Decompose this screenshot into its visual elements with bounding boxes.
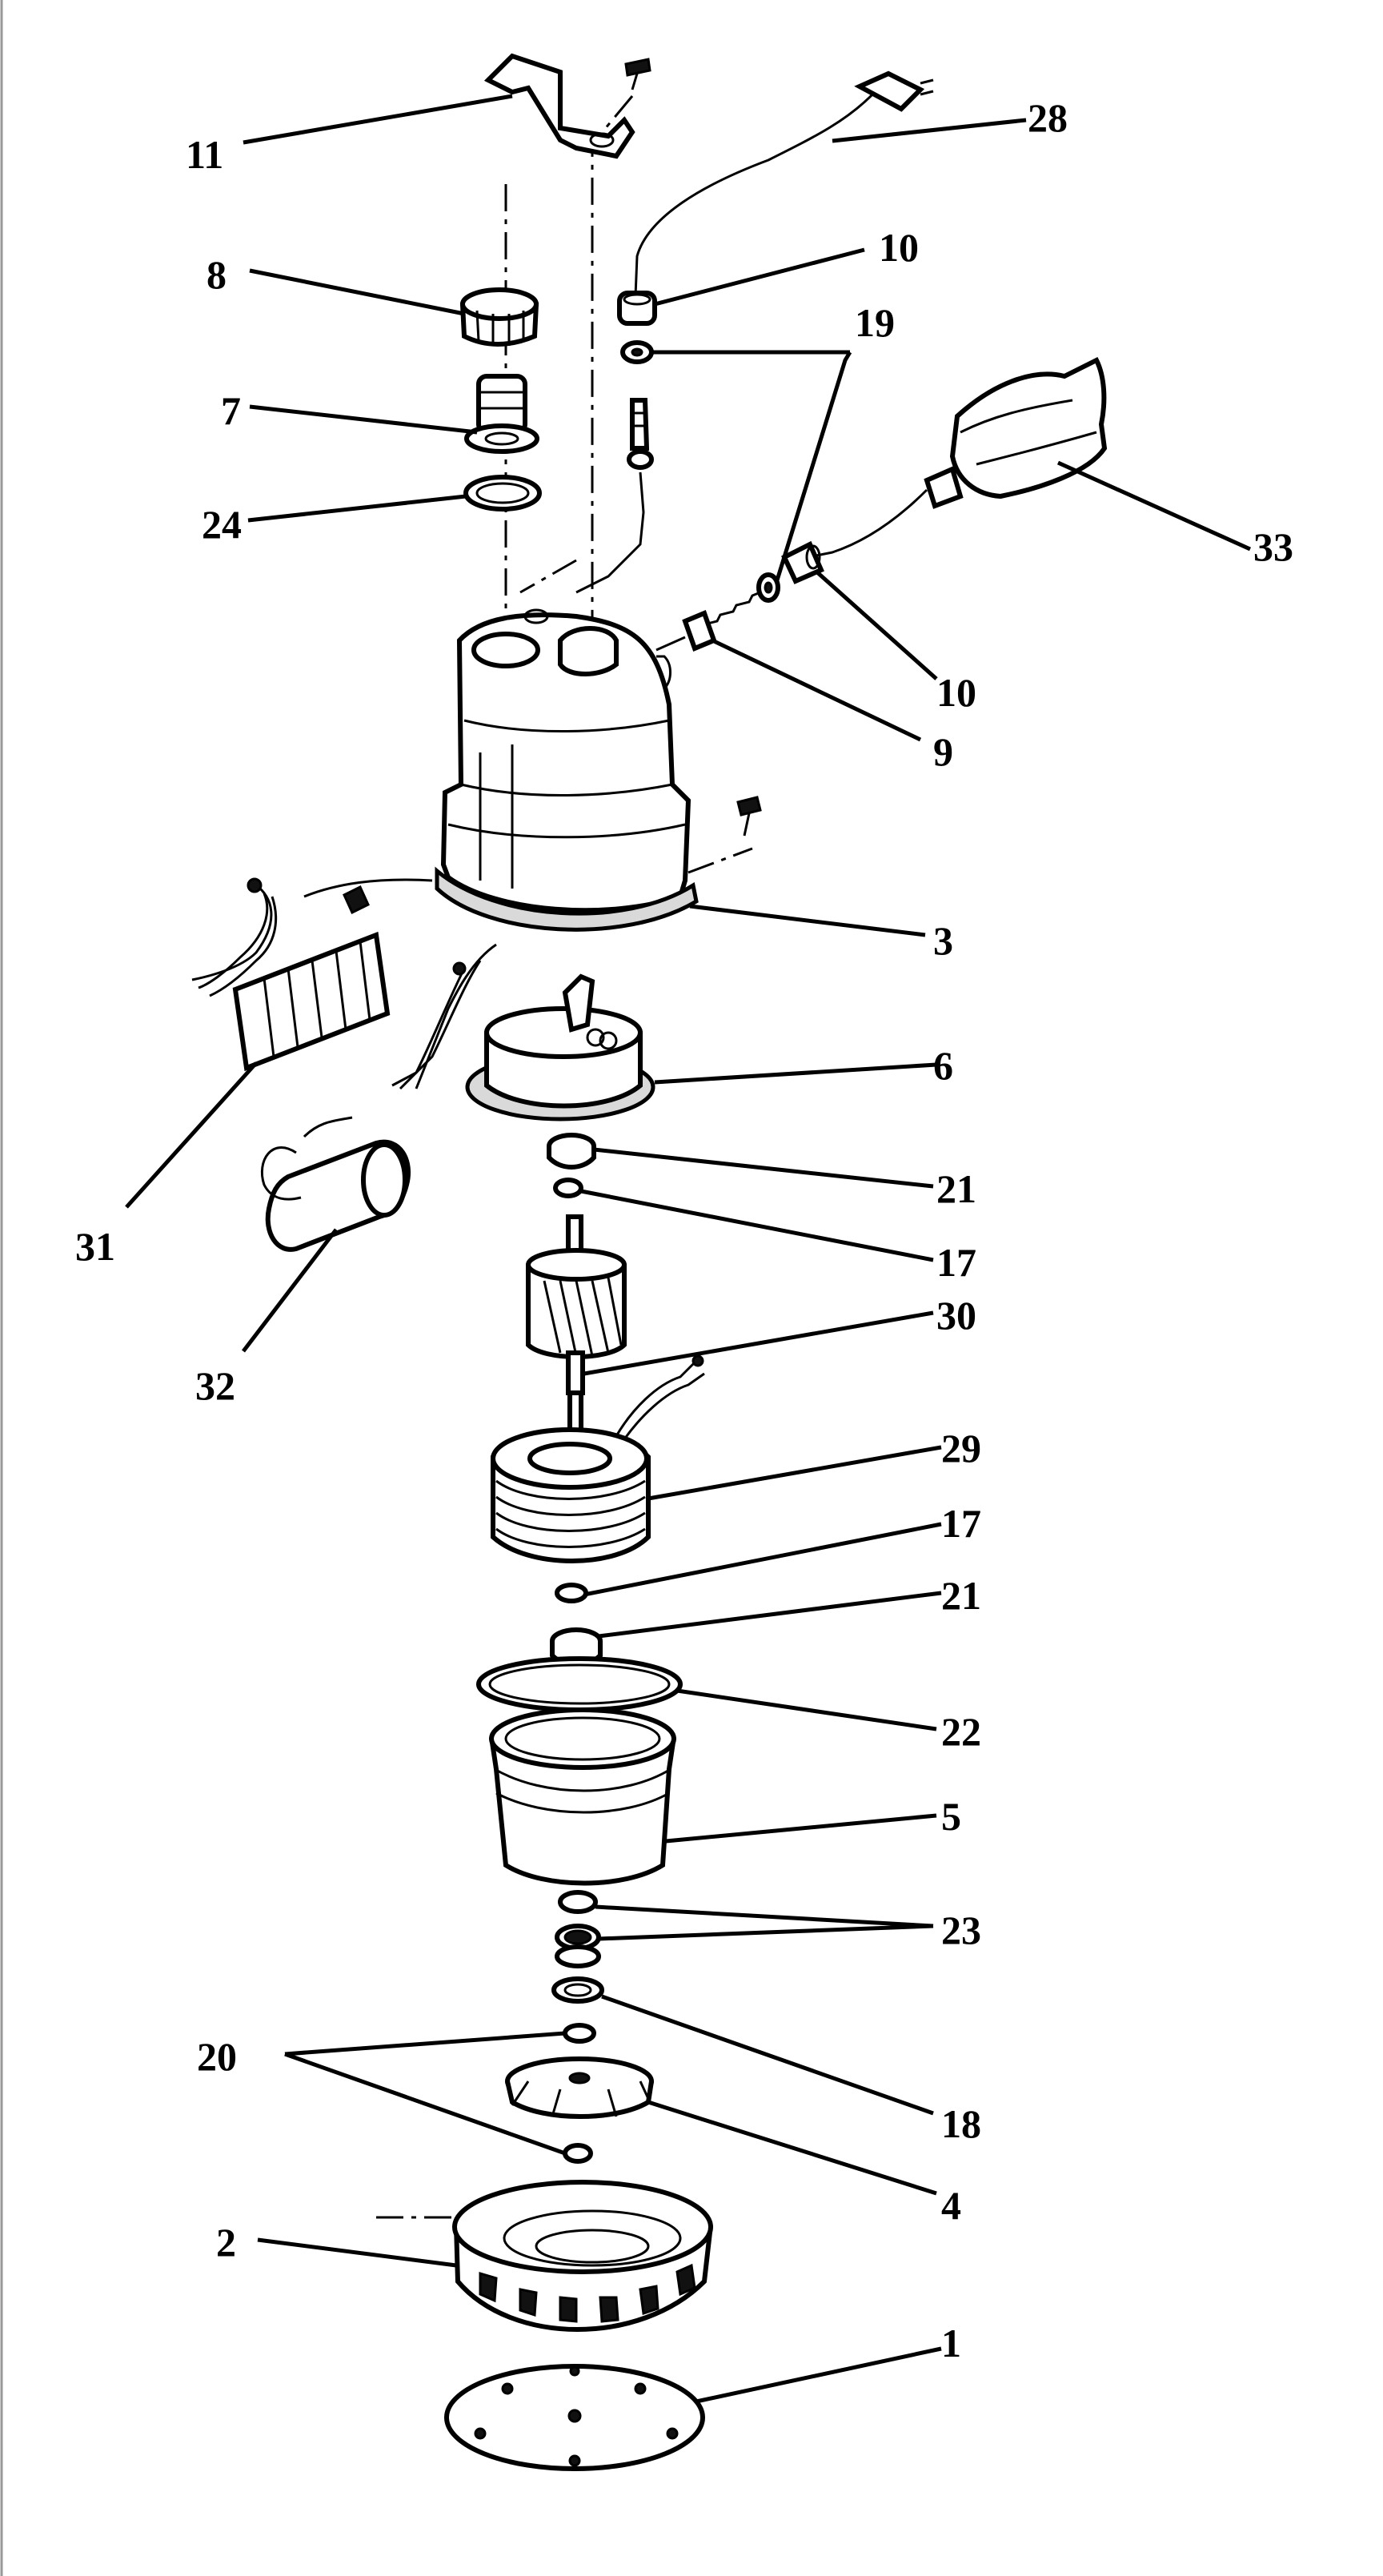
leader-lines [125, 94, 1252, 2404]
part-10-grommet-upper [617, 291, 657, 326]
callout-3: 3 [933, 918, 953, 963]
callout-2: 2 [216, 2220, 236, 2265]
part-1-bottom-plate [444, 2364, 705, 2471]
callout-32: 32 [195, 1363, 235, 1408]
screw-axis [591, 95, 634, 664]
callout-22: 22 [941, 1709, 981, 1754]
callout-21-lower: 21 [941, 1573, 981, 1618]
callout-5: 5 [941, 1794, 961, 1839]
callout-labels: 11 8 7 24 28 10 19 33 10 9 3 6 21 17 30 … [75, 95, 1293, 2365]
part-19-washer-lower [756, 572, 780, 603]
part-8-nut [459, 287, 539, 347]
part-screw-side [736, 796, 762, 837]
part-cord-stub-upper [575, 398, 654, 594]
callout-23: 23 [941, 1908, 981, 1952]
callout-6: 6 [933, 1043, 953, 1088]
cord-axis [519, 559, 577, 594]
part-20-washer-upper [563, 2023, 596, 2044]
part-2-pump-base [452, 2180, 713, 2332]
callout-29: 29 [941, 1426, 981, 1471]
part-6-bearing-bracket [465, 973, 655, 1121]
part-4-impeller [505, 2056, 654, 2119]
callout-20: 20 [197, 2034, 237, 2079]
part-31-terminal-block [191, 877, 433, 1072]
callout-4: 4 [941, 2183, 961, 2228]
callout-11: 11 [186, 132, 223, 177]
part-19-washer-upper [620, 340, 654, 364]
callout-8: 8 [206, 252, 226, 297]
callout-19: 19 [855, 300, 895, 345]
callout-31: 31 [75, 1224, 115, 1269]
callout-21-upper: 21 [936, 1166, 976, 1211]
part-11-bracket [483, 53, 635, 159]
screw-axis-lower [687, 847, 753, 874]
part-10-grommet-lower [781, 540, 824, 584]
callout-7: 7 [221, 388, 241, 433]
callout-17-upper: 17 [936, 1240, 976, 1285]
part-28-cord [634, 70, 934, 297]
part-30-rotor [526, 1214, 627, 1435]
part-7-gland [464, 374, 539, 454]
callout-30: 30 [936, 1293, 976, 1338]
part-33-float-switch [808, 356, 1108, 559]
part-23-seals [555, 1890, 601, 1968]
callout-33: 33 [1253, 524, 1293, 569]
part-9-spring-grommet [655, 591, 761, 652]
callout-24: 24 [202, 502, 242, 547]
part-24-oring [463, 475, 542, 512]
callout-28: 28 [1028, 95, 1068, 140]
part-17-circlip-lower [555, 1583, 588, 1603]
part-5-motor-case [489, 1707, 676, 1886]
callout-17-lower: 17 [941, 1501, 981, 1546]
part-3-motor-housing [435, 608, 699, 932]
callout-18: 18 [941, 2101, 981, 2146]
part-screw-top [624, 58, 651, 90]
callout-10-upper: 10 [879, 225, 919, 270]
part-18-washer [551, 1976, 604, 2004]
part-29-stator [491, 1354, 705, 1563]
part-21-bearing-upper [547, 1133, 596, 1170]
part-32-capacitor [260, 1116, 411, 1252]
part-lead-wires [391, 943, 497, 1090]
part-17-circlip-upper [553, 1178, 583, 1198]
callout-9: 9 [933, 729, 953, 774]
callout-10-lower: 10 [936, 670, 976, 715]
callout-1: 1 [941, 2321, 961, 2365]
part-20-washer-lower [563, 2143, 593, 2164]
part-22-gasket [476, 1656, 683, 1712]
